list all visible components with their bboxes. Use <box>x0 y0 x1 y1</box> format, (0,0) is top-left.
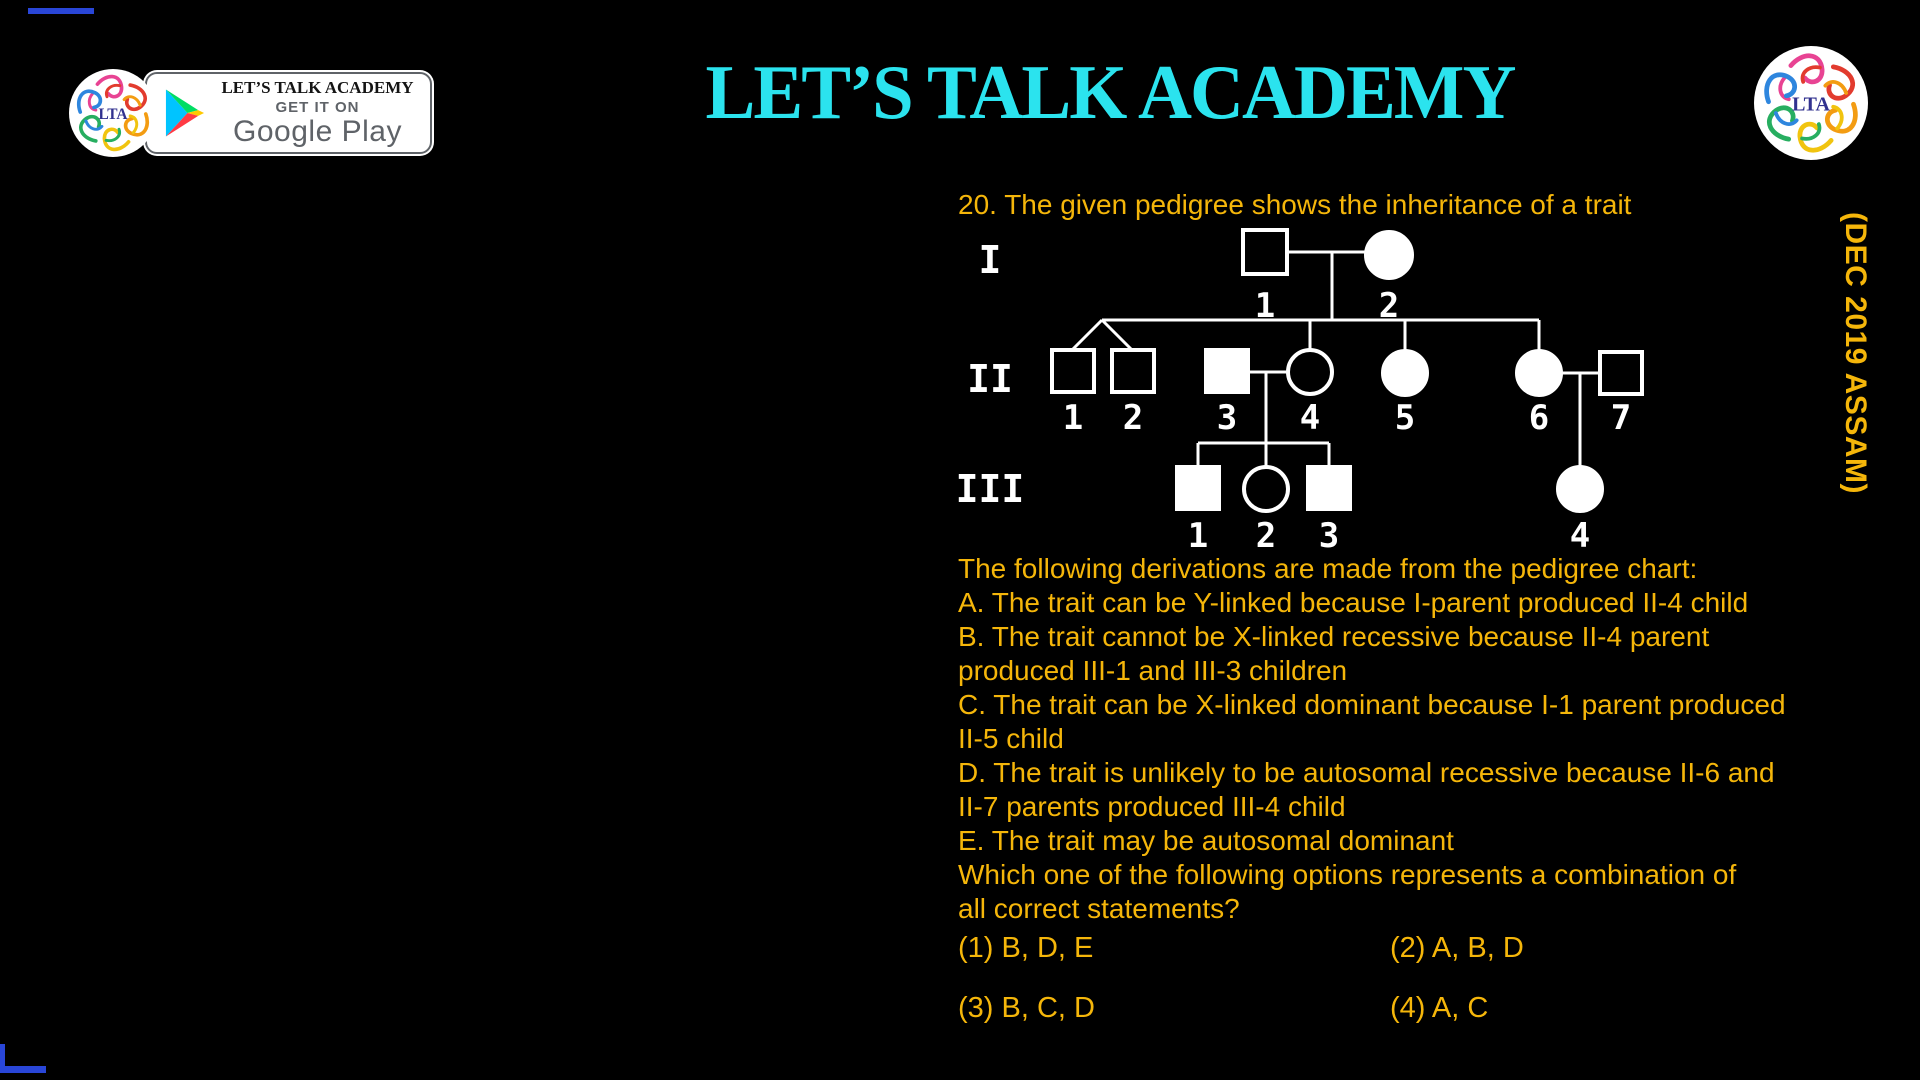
option-choices: B, C, D <box>1001 992 1095 1024</box>
answer-option-4: (4) A, C <box>1390 990 1524 1026</box>
option-choices: A, B, D <box>1431 932 1524 964</box>
pedigree-number-I-1: 1 <box>1255 286 1275 326</box>
pedigree-number-III-4: 4 <box>1570 516 1590 556</box>
question-heading: 20. The given pedigree shows the inherit… <box>958 189 1632 220</box>
pedigree-member-II-7 <box>1598 350 1644 396</box>
google-play-icon <box>165 89 205 137</box>
lta-monogram: LTA <box>1792 94 1830 116</box>
question-line: A. The trait can be Y-linked because I-p… <box>958 587 1749 618</box>
question-line: produced III-1 and III-3 children <box>958 655 1348 686</box>
pedigree-member-III-4 <box>1556 465 1604 513</box>
exam-session-tag: (DEC 2019 ASSAM) <box>1839 212 1872 494</box>
question-line: Which one of the following options repre… <box>958 859 1737 890</box>
slide-edge-accent <box>0 1044 5 1073</box>
lta-logo: LTA <box>1754 46 1868 160</box>
pedigree-connector <box>1100 318 1134 352</box>
pedigree-member-III-2 <box>1242 465 1290 513</box>
question-line: II-5 child <box>958 723 1064 754</box>
pedigree-number-II-1: 1 <box>1063 398 1083 438</box>
google-play-badge[interactable]: LET’S TALK ACADEMY GET IT ON Google Play <box>145 72 432 154</box>
answer-option-1: (1) B, D, E <box>958 930 1390 966</box>
pedigree-connector <box>1070 318 1104 352</box>
generation-label-II: II <box>967 357 1013 401</box>
badge-google-play: Google Play <box>233 115 402 148</box>
question-line: D. The trait is unlikely to be autosomal… <box>958 757 1775 788</box>
option-label: (2) <box>1390 932 1426 964</box>
pedigree-number-II-3: 3 <box>1217 398 1237 438</box>
question-line: all correct statements? <box>958 893 1240 924</box>
pedigree-member-III-1 <box>1175 465 1221 511</box>
question-line: C. The trait can be X-linked dominant be… <box>958 689 1786 720</box>
pedigree-number-II-4: 4 <box>1300 398 1320 438</box>
pedigree-member-I-1 <box>1241 228 1289 276</box>
option-label: (1) <box>958 932 994 964</box>
badge-academy-name: LET’S TALK ACADEMY <box>221 78 414 97</box>
lta-logo: LTA <box>69 69 157 157</box>
pedigree-number-III-2: 2 <box>1256 516 1276 556</box>
pedigree-member-III-3 <box>1306 465 1352 511</box>
generation-label-I: I <box>979 238 1002 282</box>
badge-get-it-on: GET IT ON <box>275 99 360 116</box>
option-choices: B, D, E <box>1001 932 1094 964</box>
pedigree-member-II-5 <box>1381 349 1429 397</box>
pedigree-number-III-3: 3 <box>1319 516 1339 556</box>
pedigree-number-II-5: 5 <box>1395 398 1415 438</box>
question-line: The following derivations are made from … <box>958 553 1698 584</box>
page-title: LET’S TALK ACADEMY <box>705 49 1517 135</box>
pedigree-number-II-2: 2 <box>1123 398 1143 438</box>
question-body: The following derivations are made from … <box>958 552 1786 926</box>
option-label: (3) <box>958 992 994 1024</box>
option-label: (4) <box>1390 992 1426 1024</box>
google-play-badge-text: LET’S TALK ACADEMY GET IT ON Google Play <box>213 79 422 147</box>
pedigree-number-II-7: 7 <box>1611 398 1631 438</box>
pedigree-member-II-1 <box>1050 348 1096 394</box>
pedigree-member-II-6 <box>1515 349 1563 397</box>
option-choices: A, C <box>1431 992 1489 1024</box>
question-line: B. The trait cannot be X-linked recessiv… <box>958 621 1710 652</box>
generation-label-III: III <box>956 467 1025 511</box>
answer-option-2: (2) A, B, D <box>1390 930 1524 966</box>
lta-logo-art: LTA <box>1764 53 1858 153</box>
pedigree-member-II-4 <box>1286 348 1334 396</box>
pedigree-member-I-2 <box>1364 230 1414 280</box>
pedigree-number-II-6: 6 <box>1529 398 1549 438</box>
question-line: E. The trait may be autosomal dominant <box>958 825 1454 856</box>
answer-options: (1) B, D, E(2) A, B, D(3) B, C, D(4) A, … <box>958 930 1524 1026</box>
lta-logo-art: LTA <box>76 74 150 152</box>
answer-option-3: (3) B, C, D <box>958 990 1390 1026</box>
question-line: II-7 parents produced III-4 child <box>958 791 1346 822</box>
slide-edge-accent <box>0 1066 46 1073</box>
pedigree-number-I-2: 2 <box>1379 286 1399 326</box>
slide-edge-accent <box>28 8 94 14</box>
pedigree-number-III-1: 1 <box>1188 516 1208 556</box>
pedigree-member-II-3 <box>1204 348 1250 394</box>
lta-monogram: LTA <box>98 106 127 123</box>
pedigree-member-II-2 <box>1110 348 1156 394</box>
